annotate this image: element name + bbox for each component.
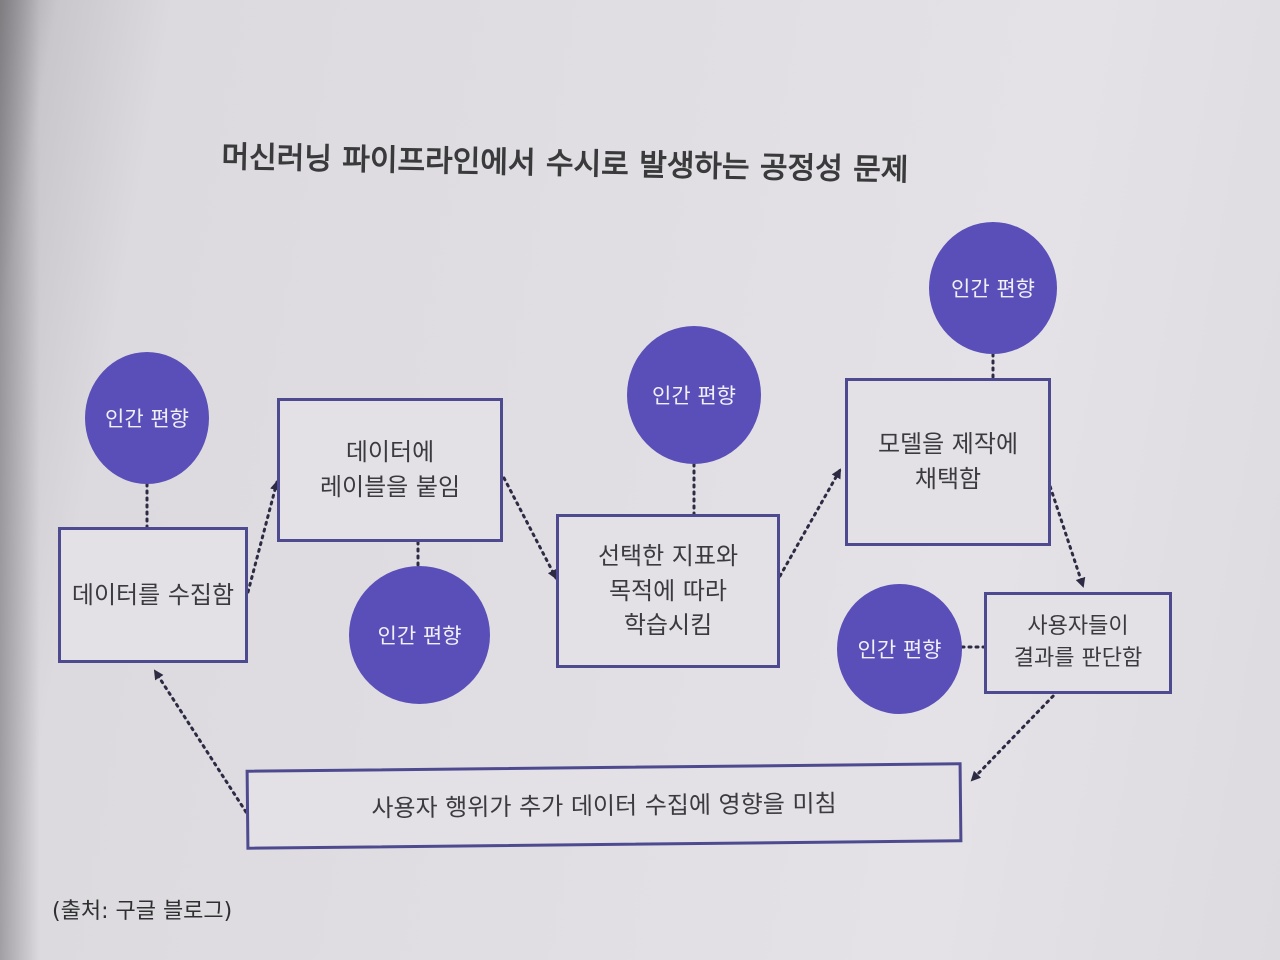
step-train-box: 선택한 지표와 목적에 따라 학습시킴 bbox=[556, 514, 780, 668]
human-bias-bubble-label: 인간 편향 bbox=[349, 566, 490, 704]
human-bias-bubble-adopt: 인간 편향 bbox=[929, 222, 1057, 354]
arrow-label-to-train bbox=[502, 476, 558, 580]
arrow-collect-to-label bbox=[246, 480, 280, 594]
human-bias-bubble-collect: 인간 편향 bbox=[85, 352, 209, 484]
step-adopt-model-box: 모델을 제작에 채택함 bbox=[845, 378, 1051, 546]
step-label-data-box: 데이터에 레이블을 붙임 bbox=[277, 398, 503, 542]
source-credit: (출처: 구글 블로그) bbox=[52, 899, 233, 924]
arrow-judge-to-feedback bbox=[970, 689, 1060, 782]
arrow-train-to-adopt bbox=[778, 468, 842, 578]
arrow-adopt-to-judge bbox=[1046, 478, 1086, 588]
human-bias-bubble-train: 인간 편향 bbox=[627, 326, 761, 464]
step-users-judge-box: 사용자들이 결과를 판단함 bbox=[984, 592, 1172, 694]
human-bias-bubble-judge: 인간 편향 bbox=[837, 584, 962, 714]
page-gutter-shadow bbox=[0, 0, 40, 960]
step-feedback-box: 사용자 행위가 추가 데이터 수집에 영향을 미침 bbox=[245, 762, 963, 850]
step-collect-data-box: 데이터를 수집함 bbox=[58, 527, 248, 663]
arrow-feedback-to-collect bbox=[153, 669, 248, 814]
